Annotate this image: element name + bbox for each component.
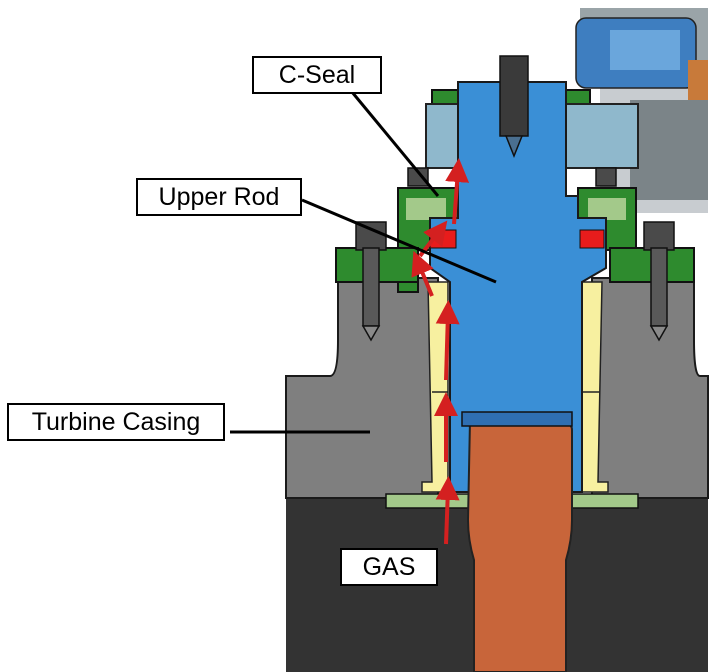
bonnet-right-light xyxy=(588,198,626,220)
machinery-block xyxy=(630,100,708,200)
gas-flow-arrow-icon xyxy=(411,250,434,297)
upper-rod-leader-line xyxy=(301,198,497,284)
gas-flow-arrow-icon xyxy=(435,300,460,381)
bonnet-left-light xyxy=(406,198,446,220)
gas-flow-arrow-icon xyxy=(445,158,470,225)
machinery-accent xyxy=(688,60,708,100)
bolt-tip xyxy=(504,135,524,159)
bolt-icon xyxy=(643,221,675,342)
turbine-casing-right xyxy=(591,277,709,499)
lower-rod-collar xyxy=(461,411,573,427)
bolt-icon xyxy=(595,167,617,187)
c-seal-right xyxy=(579,229,605,249)
turbine-casing-left xyxy=(285,277,439,499)
turbine-casing-label: Turbine Casing xyxy=(7,403,225,441)
gas-label: GAS xyxy=(340,548,438,586)
bolt-icon xyxy=(407,167,429,187)
gas-flow-arrow-icon xyxy=(435,476,460,545)
c-seal-label: C-Seal xyxy=(252,56,382,94)
lower-rod xyxy=(466,419,573,672)
c-seal-leader-line xyxy=(350,91,440,197)
gasket-liner-left xyxy=(421,281,449,493)
upper-rod-label: Upper Rod xyxy=(136,178,302,216)
machinery-gear-inner xyxy=(610,30,680,70)
bolt-icon xyxy=(499,55,529,137)
bolt-icon xyxy=(355,221,387,342)
